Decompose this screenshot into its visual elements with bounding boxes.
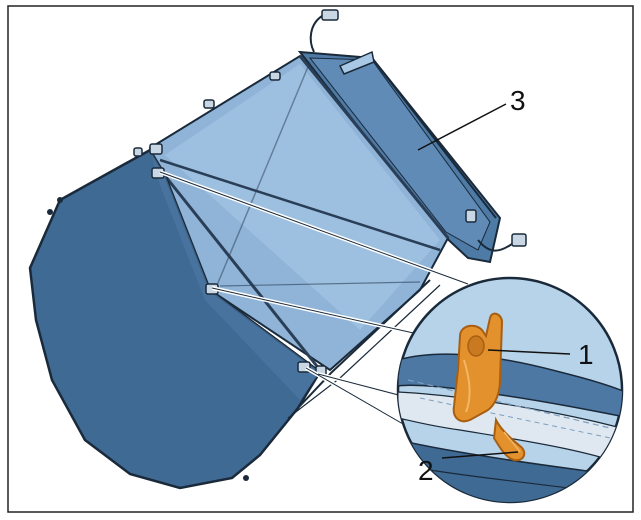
- soft-top-cover: [28, 148, 441, 490]
- callout-3: 3: [510, 85, 526, 116]
- callout-2: 2: [418, 455, 434, 486]
- hook-component-2: [492, 416, 526, 462]
- clip-right: [465, 209, 477, 223]
- figure-border: [7, 5, 634, 513]
- leader-1: [487, 349, 571, 355]
- callout-1: 1: [578, 339, 594, 370]
- connector-top: [321, 9, 339, 21]
- clip-top-a: [203, 99, 215, 109]
- clip-component-1: [452, 312, 504, 423]
- detail-magnifier: [396, 276, 624, 504]
- clip-top-b: [133, 147, 143, 157]
- top-strap: [338, 50, 375, 75]
- cable-connectors: [309, 9, 527, 252]
- leader-lines: [417, 103, 571, 459]
- clip-top-left: [149, 143, 163, 155]
- leader-2: [441, 451, 519, 459]
- leader-3: [417, 103, 507, 151]
- clip-top-middle: [269, 71, 281, 81]
- connector-right: [511, 233, 527, 247]
